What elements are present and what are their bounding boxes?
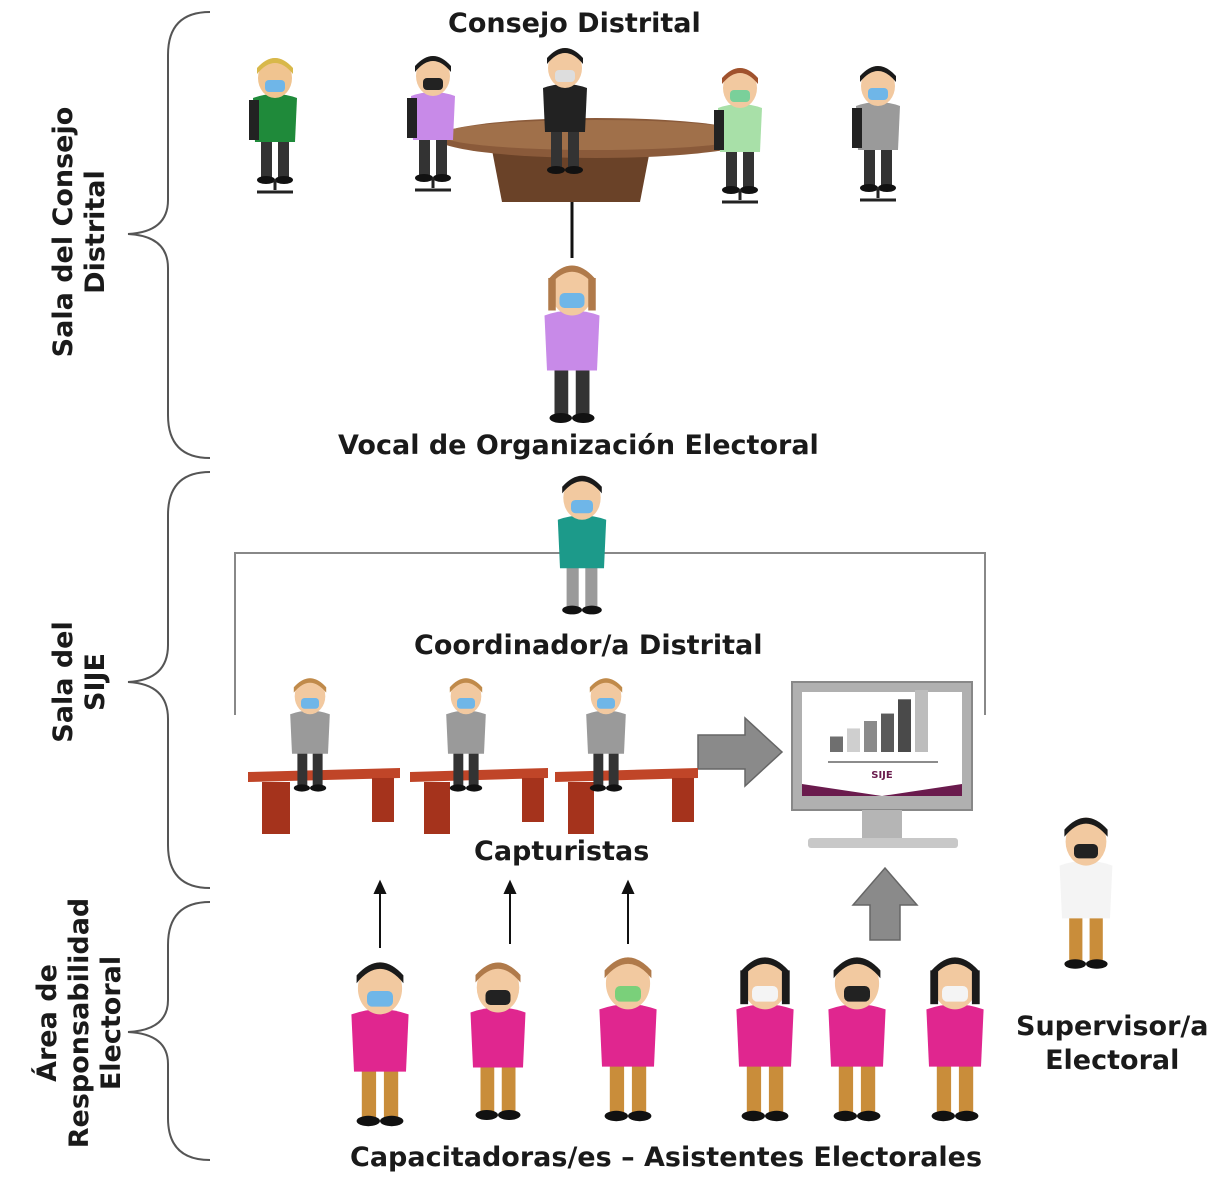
label-supervisor: Supervisor/a Electoral (1016, 1011, 1209, 1076)
monitor-bar (864, 721, 877, 752)
brace-area (127, 901, 211, 1161)
coordinator-figure (557, 475, 607, 615)
monitor-bar (915, 690, 928, 752)
desk-1 (248, 768, 400, 834)
section-council-room: Sala del Consejo Distrital (48, 106, 111, 358)
monitor-bar (898, 699, 911, 752)
capturist-2 (446, 678, 486, 792)
desk-2 (410, 768, 548, 834)
capacitator-4 (736, 957, 794, 1122)
capacitator-3 (599, 957, 657, 1122)
brace-sije-room (127, 471, 211, 889)
capturist-3 (586, 678, 626, 792)
label-vocal: Vocal de Organización Electoral (338, 430, 819, 461)
round-table (436, 118, 756, 202)
connector-coordinator-bracket (234, 552, 986, 715)
vocal-figure (544, 265, 600, 423)
council-member-3 (543, 48, 587, 174)
monitor-bar (830, 736, 843, 752)
capturist-1 (290, 678, 330, 792)
monitor-bar (847, 728, 860, 752)
council-member-1 (249, 58, 297, 194)
council-member-2 (407, 56, 455, 192)
brace-council-room (127, 11, 211, 459)
people-layer (249, 48, 1113, 1127)
arrow-right-to-monitor (697, 716, 784, 788)
monitor-bar (881, 713, 894, 752)
label-capturists: Capturistas (474, 836, 650, 867)
desk-3 (555, 768, 698, 834)
label-capacitators: Capacitadoras/es – Asistentes Electorale… (350, 1142, 983, 1173)
monitor-bar-chart (830, 690, 928, 752)
council-member-5 (852, 66, 900, 202)
sije-monitor: SIJE (791, 681, 973, 848)
council-member-4 (714, 68, 762, 204)
section-area: Área de Responsabilidad Electoral (32, 897, 127, 1149)
monitor-brand: SIJE (871, 770, 893, 781)
capacitator-1 (351, 962, 409, 1127)
capacitator-2 (470, 962, 526, 1120)
arrows-up (373, 879, 635, 948)
label-council: Consejo Distrital (448, 8, 701, 39)
supervisor-figure (1059, 817, 1113, 969)
label-coordinator: Coordinador/a Distrital (414, 630, 763, 661)
capacitator-6 (926, 957, 984, 1122)
section-sije-room: Sala del SIJE (48, 621, 111, 743)
arrow-up-to-monitor (851, 866, 919, 941)
capacitator-5 (828, 957, 886, 1122)
